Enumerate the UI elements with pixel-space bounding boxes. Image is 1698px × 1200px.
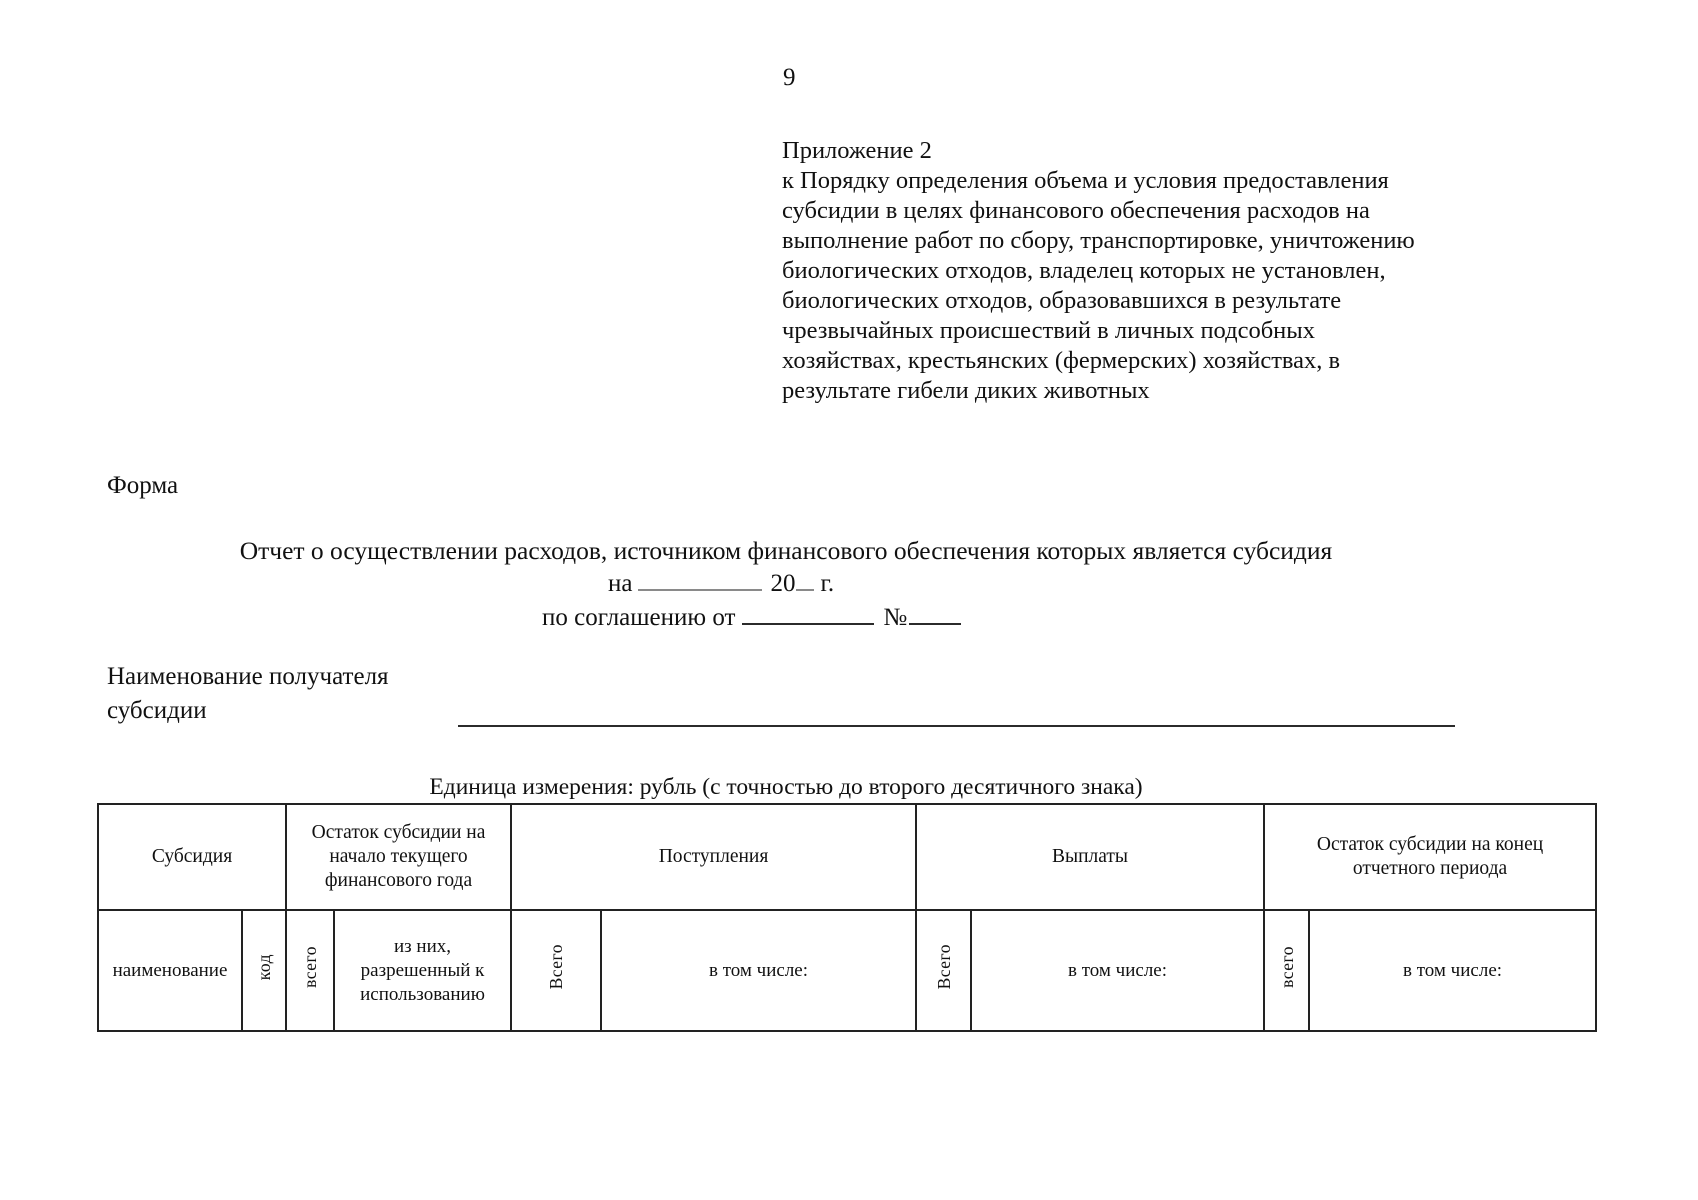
col-code: код xyxy=(240,909,288,1032)
group-closing-balance: Остаток субсидии на конец отчетного пери… xyxy=(1263,803,1598,911)
group-opening-balance: Остаток субсидии на начало текущего фина… xyxy=(285,803,513,911)
agreement-line: по соглашению от № xyxy=(542,603,962,632)
table-subheader-row: наименование код всего из них, разрешенн… xyxy=(97,909,1598,1032)
col-allowed-for-use: из них, разрешенный к использованию xyxy=(333,909,513,1032)
group-receipts: Поступления xyxy=(510,803,918,911)
group-payments: Выплаты xyxy=(915,803,1266,911)
col-opening-total: всего xyxy=(285,909,336,1032)
agreement-prefix: по соглашению от xyxy=(542,604,736,631)
recipient-label: Наименование получателя субсидии xyxy=(107,663,389,724)
col-payments-including: в том числе: xyxy=(970,909,1266,1032)
units-caption: Единица измерения: рубль (с точностью до… xyxy=(429,774,1143,800)
recipient-name-blank-line xyxy=(458,692,1455,727)
form-label: Форма xyxy=(107,472,179,499)
report-title: Отчет о осуществлении расходов, источник… xyxy=(239,536,1333,565)
period-prefix: на xyxy=(608,570,633,597)
period-blank-line xyxy=(638,569,763,591)
agreement-date-blank-line xyxy=(742,603,875,625)
col-payments-total: Всего xyxy=(915,909,973,1032)
table-group-header-row: Субсидия Остаток субсидии на начало теку… xyxy=(96,803,1598,911)
report-table: Субсидия Остаток субсидии на начало теку… xyxy=(96,803,1598,1032)
agreement-number-blank-line xyxy=(909,603,962,625)
page-number: 9 xyxy=(783,64,796,91)
col-closing-total: всего xyxy=(1263,909,1311,1032)
appendix-note: Приложение 2 к Порядку определения объем… xyxy=(782,137,1415,404)
col-closing-including: в том числе: xyxy=(1308,909,1598,1032)
report-period-line: на 20 г. xyxy=(608,569,834,598)
col-receipts-total: Всего xyxy=(510,909,603,1032)
number-sign: № xyxy=(883,604,908,631)
period-year-suffix: г. xyxy=(820,570,835,597)
year-blank-line xyxy=(796,569,815,591)
group-subsidy: Субсидия xyxy=(96,803,288,911)
col-name: наименование xyxy=(97,909,243,1032)
col-receipts-including: в том числе: xyxy=(600,909,918,1032)
period-year: 20 xyxy=(770,570,796,597)
